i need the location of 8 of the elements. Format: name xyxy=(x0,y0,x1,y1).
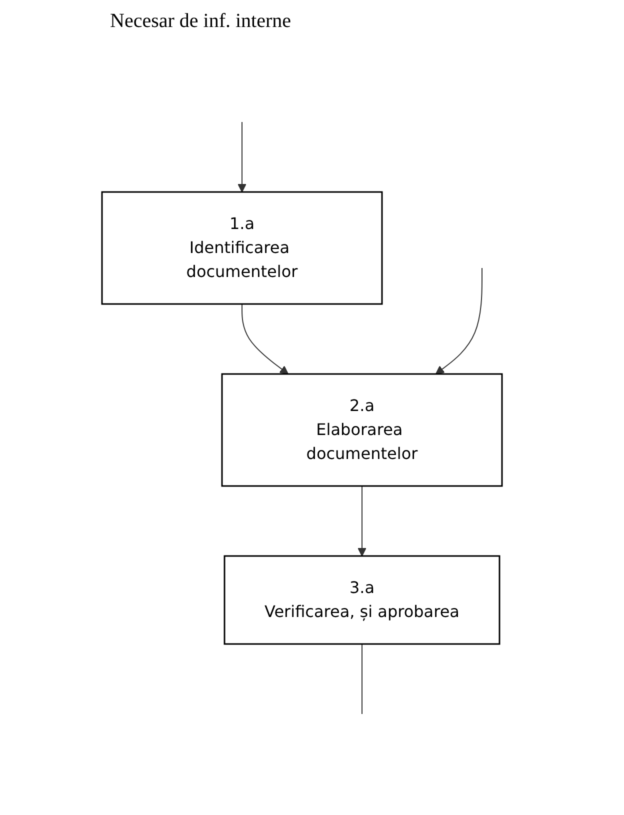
node-box: 1.a Identificarea documentelor xyxy=(101,191,383,305)
arrow xyxy=(242,304,289,374)
node-box: 2.a Elaborarea documentelor xyxy=(221,373,503,487)
arrow xyxy=(358,486,366,556)
input-label: Necesar de inf. interne xyxy=(110,10,292,33)
arrow xyxy=(238,122,246,192)
node-box: 3.a Verificarea, și aprobarea xyxy=(224,555,500,645)
arrow xyxy=(435,268,482,374)
